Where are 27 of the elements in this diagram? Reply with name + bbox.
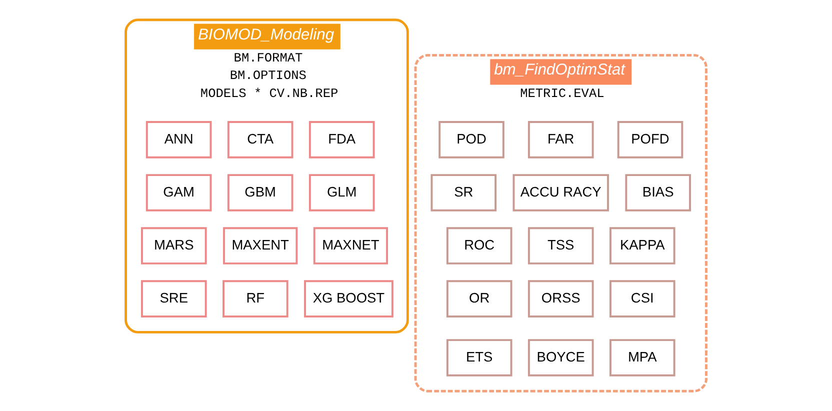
node-box: GAM xyxy=(146,174,212,212)
node-box: BIAS xyxy=(625,174,691,212)
node-box: POD xyxy=(438,121,504,158)
node-box: OR xyxy=(446,280,512,318)
node-box: SR xyxy=(430,174,497,212)
node-box: MAXENT xyxy=(223,227,298,264)
node-box: RF xyxy=(222,280,288,318)
node-box: KAPPA xyxy=(609,227,676,264)
node-box: ORSS xyxy=(528,280,594,318)
node-box: MPA xyxy=(609,339,676,376)
node-box: SRE xyxy=(141,280,207,318)
node-box: ROC xyxy=(446,227,512,264)
node-box: GBM xyxy=(227,174,294,212)
node-box: CSI xyxy=(609,280,676,318)
node-box: ACCU RACY xyxy=(512,174,609,212)
node-box: TSS xyxy=(528,227,594,264)
node-box: GLM xyxy=(308,174,375,212)
node-box: FDA xyxy=(308,121,375,158)
node-box: ANN xyxy=(146,121,212,158)
node-box: XG BOOST xyxy=(304,280,394,318)
node-box: FAR xyxy=(528,121,594,158)
node-box: MAXNET xyxy=(313,227,388,264)
node-box: POFD xyxy=(617,121,684,158)
node-box: BOYCE xyxy=(528,339,594,376)
node-box: MARS xyxy=(141,227,207,264)
node-box: CTA xyxy=(227,121,294,158)
node-box: ETS xyxy=(446,339,512,376)
